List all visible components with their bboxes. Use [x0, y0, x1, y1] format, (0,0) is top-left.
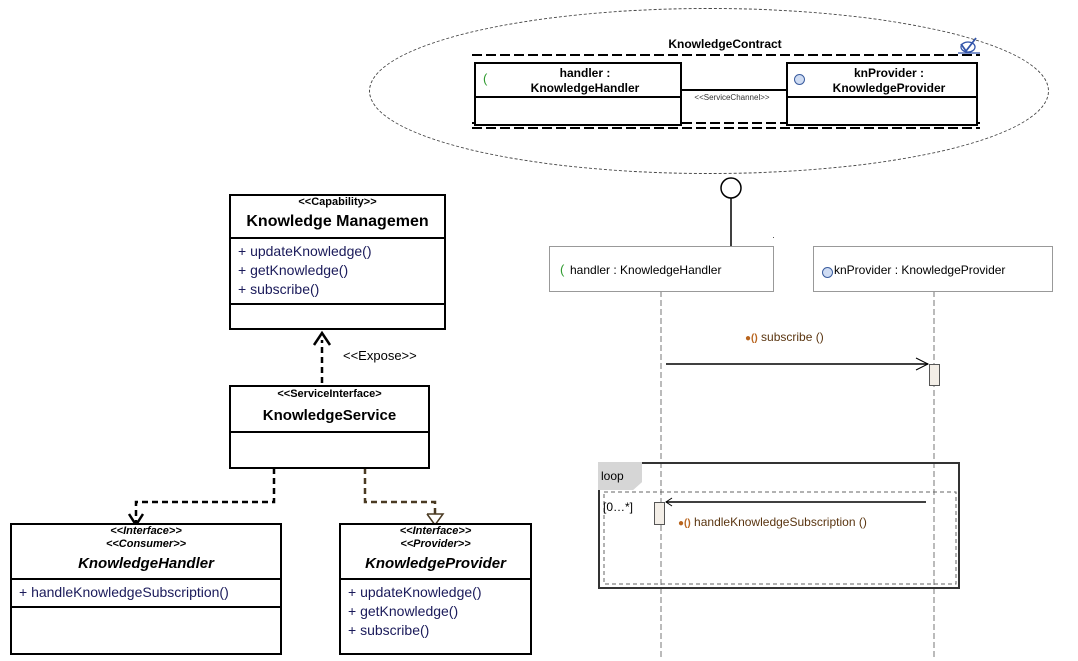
- part-provider-name-2: KnowledgeProvider: [832, 81, 946, 95]
- handler-interface-class[interactable]: <<Interface>> <<Consumer>> KnowledgeHand…: [10, 523, 282, 655]
- loop-label: loop: [601, 469, 624, 483]
- callback-message[interactable]: ●() handleKnowledgeSubscription (): [678, 515, 867, 529]
- loop-tag: [598, 462, 642, 490]
- contract-collaboration-ellipse: [369, 8, 1049, 174]
- expose-arrowhead: [312, 330, 332, 346]
- callback-message-arrowhead: [665, 497, 673, 507]
- capability-class[interactable]: <<Capability>> Knowledge Managemen + upd…: [229, 194, 446, 330]
- handler-activation: [654, 502, 665, 525]
- service-interface-class[interactable]: <<ServiceInterface> KnowledgeService: [229, 385, 430, 469]
- capability-stereotype: <<Capability>>: [298, 196, 377, 208]
- operation-item: + getKnowledge(): [348, 603, 459, 619]
- provider-stereotype-interface: <<Interface>>: [399, 525, 472, 537]
- consumer-icon: (: [483, 71, 488, 86]
- subscribe-message-label: subscribe (): [761, 330, 824, 344]
- subscribe-message-arrowhead: [915, 357, 930, 371]
- operation-item: + subscribe(): [348, 622, 430, 638]
- operation-item: + getKnowledge(): [238, 262, 349, 278]
- operation-item: + handleKnowledgeSubscription(): [19, 584, 229, 600]
- lifeline-handler[interactable]: ( handler : KnowledgeHandler: [549, 246, 774, 292]
- service-interface-name: KnowledgeService: [262, 407, 397, 424]
- part-provider-name-1: knProvider :: [853, 66, 925, 80]
- handler-interface-name: KnowledgeHandler: [78, 555, 214, 572]
- provider-interface-name: KnowledgeProvider: [365, 555, 506, 572]
- provider-activation: [929, 364, 940, 386]
- provider-icon: [794, 74, 805, 85]
- part-handler[interactable]: ( handler : KnowledgeHandler: [474, 62, 682, 126]
- provider-operations: + updateKnowledge() + getKnowledge() + s…: [341, 580, 530, 644]
- stray-dot: [773, 237, 774, 238]
- contract-title: KnowledgeContract: [668, 37, 782, 51]
- capability-operations: + updateKnowledge() + getKnowledge() + s…: [231, 239, 444, 305]
- provider-interface-class[interactable]: <<Interface>> <<Provider>> KnowledgeProv…: [339, 523, 532, 655]
- consumer-icon: (: [560, 262, 565, 277]
- lifeline-handler-label: handler : KnowledgeHandler: [570, 263, 722, 277]
- handler-stereotype-interface: <<Interface>>: [110, 525, 182, 537]
- lifeline-provider[interactable]: knProvider : KnowledgeProvider: [813, 246, 1053, 292]
- provider-stereotype-provider: <<Provider>>: [400, 538, 471, 550]
- service-interface-stereotype: <<ServiceInterface>: [277, 388, 382, 400]
- service-to-provider-line: [363, 468, 437, 524]
- subscribe-message[interactable]: ●() subscribe (): [745, 330, 824, 344]
- operation-icon: ●(): [678, 518, 691, 529]
- handler-stereotype-consumer: <<Consumer>>: [105, 538, 187, 550]
- provider-icon: [822, 267, 833, 278]
- expose-label: <<Expose>>: [343, 348, 417, 363]
- loop-fragment[interactable]: [598, 462, 960, 589]
- operation-icon: ●(): [745, 333, 758, 344]
- operation-item: + updateKnowledge(): [348, 584, 482, 600]
- operation-item: + updateKnowledge(): [238, 243, 372, 259]
- capability-name: Knowledge Managemen: [246, 213, 429, 230]
- handler-operations: + handleKnowledgeSubscription(): [12, 580, 280, 608]
- loop-guard: [0…*]: [603, 500, 634, 514]
- part-provider[interactable]: knProvider : KnowledgeProvider: [786, 62, 978, 126]
- part-handler-name-1: handler :: [559, 66, 611, 80]
- loop-operand-region: [603, 491, 957, 585]
- part-handler-name-2: KnowledgeHandler: [530, 81, 640, 95]
- lifeline-provider-label: knProvider : KnowledgeProvider: [834, 263, 1006, 277]
- service-channel-label: <<ServiceChannel>>: [694, 93, 770, 102]
- callback-message-label: handleKnowledgeSubscription (): [694, 515, 867, 529]
- operation-item: + subscribe(): [238, 281, 320, 297]
- provider-arrowhead: [426, 513, 445, 527]
- provided-interface-circle: [720, 177, 742, 199]
- service-to-handler-line: [134, 468, 276, 524]
